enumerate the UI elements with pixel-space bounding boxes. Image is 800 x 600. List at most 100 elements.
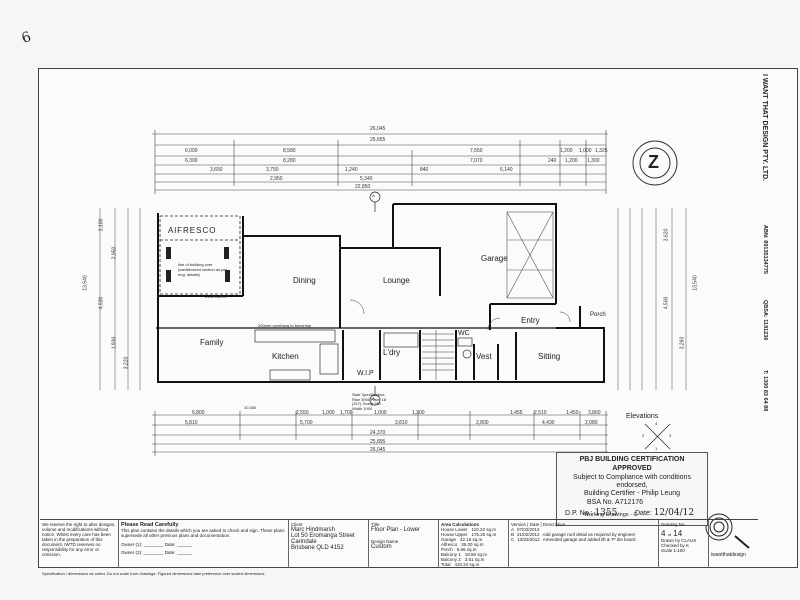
tb-brand: iwantthatdesign bbox=[711, 552, 746, 558]
area-value: 35.00 sq.m bbox=[461, 542, 484, 547]
tb-client-address3: Brisbane QLD 4152 bbox=[291, 545, 344, 551]
cert-certifier: Building Certifier - Philip Leung bbox=[583, 490, 681, 497]
tb-drawing-no: 4 bbox=[661, 529, 666, 538]
section-marker-top: A bbox=[372, 193, 375, 198]
area-value: 42.15 sq.m bbox=[460, 537, 483, 542]
revision-version: B bbox=[511, 532, 515, 537]
note-barrier: 2440 Barrier bbox=[205, 294, 228, 299]
side-dim-left: 1,930 bbox=[111, 336, 118, 350]
bottom-dim: 2,800 bbox=[476, 420, 489, 426]
side-dim-right: 13,540 bbox=[692, 275, 699, 291]
bottom-dim: 2,510 bbox=[534, 410, 547, 416]
tb-scale-label: Scale bbox=[661, 548, 673, 553]
company-name-vertical: I WANT THAT DESIGN PTY. LTD. bbox=[761, 74, 768, 182]
bottom-dim: 6,800 bbox=[192, 410, 205, 416]
section-marker-bottom: A bbox=[372, 396, 375, 401]
tb-client-name: Marc Hindmarsh bbox=[291, 527, 336, 533]
tb-stage: Working Drawings - C bbox=[584, 512, 638, 518]
top-dim: 22,850 bbox=[355, 184, 371, 190]
top-dim: 8,580 bbox=[283, 148, 296, 154]
area-value: 410.24 sq.m bbox=[454, 562, 480, 567]
cert-bsa: BSA No. A712176 bbox=[587, 499, 644, 506]
area-name: Total bbox=[441, 562, 451, 567]
side-dim-right: 4,500 bbox=[663, 296, 670, 310]
area-name: Balcony 2 bbox=[441, 557, 461, 562]
tb-area-title: Area Calculations bbox=[441, 522, 480, 527]
top-dim: 7,550 bbox=[470, 148, 483, 154]
rev-header-description: Description bbox=[542, 522, 566, 527]
tb-client-address2: Carindale bbox=[291, 539, 317, 545]
company-qbsa: QBSA: 1191236 bbox=[762, 300, 768, 341]
tb-date2: Date: bbox=[164, 550, 176, 555]
tb-disclaimer: We reserve the right to alter designs, v… bbox=[42, 522, 116, 557]
elevation-number: 4 bbox=[655, 421, 658, 426]
tb-please-read-title: Please Read Carefully bbox=[121, 522, 179, 528]
tb-drawn-label: Drawn by bbox=[661, 538, 681, 543]
tb-footer-note: Specification / dimensions as noted. Do … bbox=[42, 571, 266, 576]
bottom-dim: 1,300 bbox=[412, 410, 425, 416]
area-name: Balcony 1 bbox=[441, 552, 461, 557]
cert-date-value: 12/04/12 bbox=[653, 508, 695, 518]
cert-approved: APPROVED bbox=[612, 465, 652, 472]
revision-version: A bbox=[511, 527, 515, 532]
cert-date-label: Date: bbox=[635, 510, 652, 517]
top-dim: 7,070 bbox=[470, 158, 483, 164]
tb-checked-value: K bbox=[686, 543, 690, 548]
dim-10350: 10,350 bbox=[244, 405, 257, 410]
top-dim: 1,325 bbox=[595, 148, 608, 154]
revision-description: Add garage roof detail as required by en… bbox=[542, 532, 636, 537]
bottom-dim: 3,810 bbox=[395, 420, 408, 426]
top-dim: 6,140 bbox=[500, 167, 513, 173]
side-dim-left: 13,540 bbox=[82, 275, 89, 291]
room-label-wip: W.I.P bbox=[357, 370, 374, 377]
certification-stamp: PBJ BUILDING CERTIFICATION APPROVED Subj… bbox=[556, 452, 708, 526]
room-label-garage: Garage bbox=[481, 254, 508, 263]
tb-date1: Date: bbox=[164, 542, 176, 547]
tb-design-label: Design Name bbox=[371, 539, 399, 544]
rev-header-version: Version bbox=[511, 522, 527, 527]
area-value: 175.20 sq.m bbox=[471, 532, 497, 537]
room-label-lounge: Lounge bbox=[383, 276, 410, 285]
area-value: 6.66 sq.m bbox=[456, 547, 477, 552]
room-label-dining: Dining bbox=[293, 276, 316, 285]
room-label-sitting: Sitting bbox=[538, 352, 561, 361]
top-dim: 1,200 bbox=[565, 158, 578, 164]
top-dim: 6,000 bbox=[185, 148, 198, 154]
top-dim: 840 bbox=[420, 167, 429, 173]
area-name: Porch bbox=[441, 547, 453, 552]
room-label-kitchen: Kitchen bbox=[272, 352, 299, 361]
room-label-ldry: L'dry bbox=[383, 348, 401, 357]
tb-client-address1: Lot 50 Eromanga Street bbox=[291, 533, 355, 539]
cert-dp-value: 1355 bbox=[594, 508, 618, 518]
revision-date: 13/03/2012 bbox=[517, 537, 540, 542]
side-dim-left: 4,530 bbox=[98, 296, 105, 310]
top-dim: 8,280 bbox=[283, 158, 296, 164]
top-dim: 1,300 bbox=[587, 158, 600, 164]
area-value: 3.51 sq.m bbox=[464, 557, 485, 562]
room-label-porch: Porch bbox=[590, 312, 606, 318]
bottom-dim: 2,550 bbox=[296, 410, 309, 416]
room-label-vest: Vest bbox=[476, 352, 492, 361]
note-stair-spec: Stair Specification: Rise 3900 Riser 18 … bbox=[352, 392, 387, 411]
bottom-dim: 3,860 bbox=[588, 410, 601, 416]
area-name: House Lower bbox=[441, 527, 468, 532]
top-dim: 6,300 bbox=[185, 158, 198, 164]
bottom-dim: 1,455 bbox=[510, 410, 523, 416]
top-dim: 2,950 bbox=[270, 176, 283, 182]
revision-date: 07/02/2012 bbox=[517, 527, 540, 532]
area-value: 18.66 sq.m bbox=[464, 552, 488, 557]
title-block: We reserve the right to alter designs, v… bbox=[40, 519, 758, 568]
bottom-dim: 4,430 bbox=[542, 420, 555, 426]
note-bench-overhang: 200mm overhang to benchtop bbox=[258, 323, 312, 328]
bottom-dim: 1,700 bbox=[340, 410, 353, 416]
tb-total-sheets: 14 bbox=[673, 529, 683, 538]
bottom-dim: 1,450 bbox=[566, 410, 579, 416]
rev-header-date: Date bbox=[529, 522, 540, 527]
